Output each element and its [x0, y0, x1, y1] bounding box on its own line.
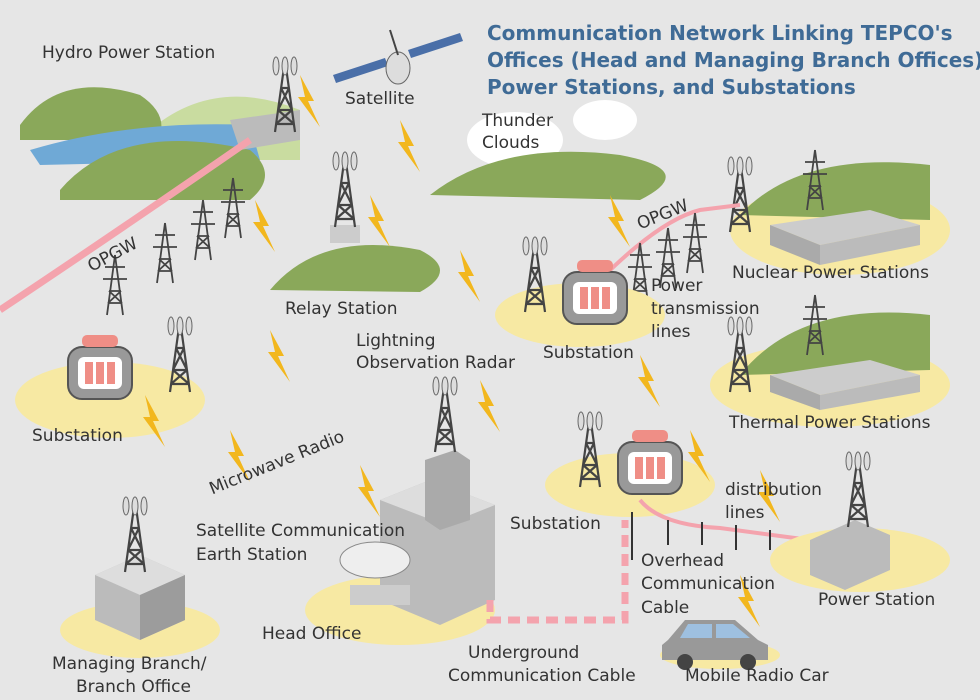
- distribution-line: [638, 498, 811, 542]
- label-managing-branch: Managing Branch/: [52, 654, 207, 674]
- substation-center-illustration: [495, 235, 665, 347]
- label-communication: Communication: [641, 574, 775, 594]
- label-thermal-power-stations: Thermal Power Stations: [729, 413, 931, 433]
- power-station-illustration: [770, 450, 950, 592]
- label-satellite: Satellite: [345, 89, 415, 109]
- satellite-illustration: [333, 29, 463, 85]
- head-office-illustration: [305, 375, 495, 645]
- thermal-power-station-illustration: [710, 294, 950, 427]
- label-substation-center: Substation: [543, 343, 634, 363]
- label-branch-office: Branch Office: [76, 677, 191, 697]
- opgw-cable-left: [0, 137, 252, 313]
- label-clouds: Clouds: [482, 133, 540, 153]
- hydro-power-station-illustration: [20, 55, 300, 316]
- label-lightning: Lightning: [356, 331, 436, 351]
- label-underground-communication-cable: Communication Cable: [448, 666, 636, 686]
- label-power-transmission-1: Power: [651, 276, 703, 296]
- label-nuclear-power-stations: Nuclear Power Stations: [732, 263, 929, 283]
- label-satellite-communication: Satellite Communication: [196, 521, 406, 541]
- label-distribution-lines: lines: [725, 503, 765, 523]
- mobile-radio-car-illustration: [660, 620, 780, 670]
- label-head-office: Head Office: [262, 624, 362, 644]
- label-substation-left: Substation: [32, 426, 123, 446]
- label-relay-station: Relay Station: [285, 299, 398, 319]
- label-power-transmission-3: lines: [651, 322, 691, 342]
- label-hydro-power-station: Hydro Power Station: [42, 43, 216, 63]
- page-title: Communication Network Linking TEPCO's Of…: [487, 20, 980, 101]
- label-observation-radar: Observation Radar: [356, 353, 515, 373]
- substation-right-illustration: [545, 410, 715, 517]
- branch-office-illustration: [60, 495, 220, 658]
- label-distribution: distribution: [725, 480, 822, 500]
- center-hill: [430, 151, 666, 200]
- label-mobile-radio-car: Mobile Radio Car: [685, 666, 829, 686]
- label-overhead: Overhead: [641, 551, 725, 571]
- nuclear-power-station-illustration: [726, 149, 950, 275]
- label-power-transmission-2: transmission: [651, 299, 760, 319]
- opgw-cable-right: [598, 203, 741, 282]
- title-line-2: Offices (Head and Managing Branch Office…: [487, 48, 980, 72]
- label-thunder: Thunder: [482, 111, 553, 131]
- relay-station-illustration: [270, 150, 440, 292]
- substation-left-illustration: [15, 315, 205, 438]
- title-line-3: Power Stations, and Substations: [487, 75, 856, 99]
- label-underground: Underground: [468, 643, 580, 663]
- title-line-1: Communication Network Linking TEPCO's: [487, 21, 953, 45]
- label-earth-station: Earth Station: [196, 545, 308, 565]
- label-cable: Cable: [641, 598, 690, 618]
- underground-cable: [486, 520, 629, 624]
- label-power-station: Power Station: [818, 590, 936, 610]
- label-substation-right: Substation: [510, 514, 601, 534]
